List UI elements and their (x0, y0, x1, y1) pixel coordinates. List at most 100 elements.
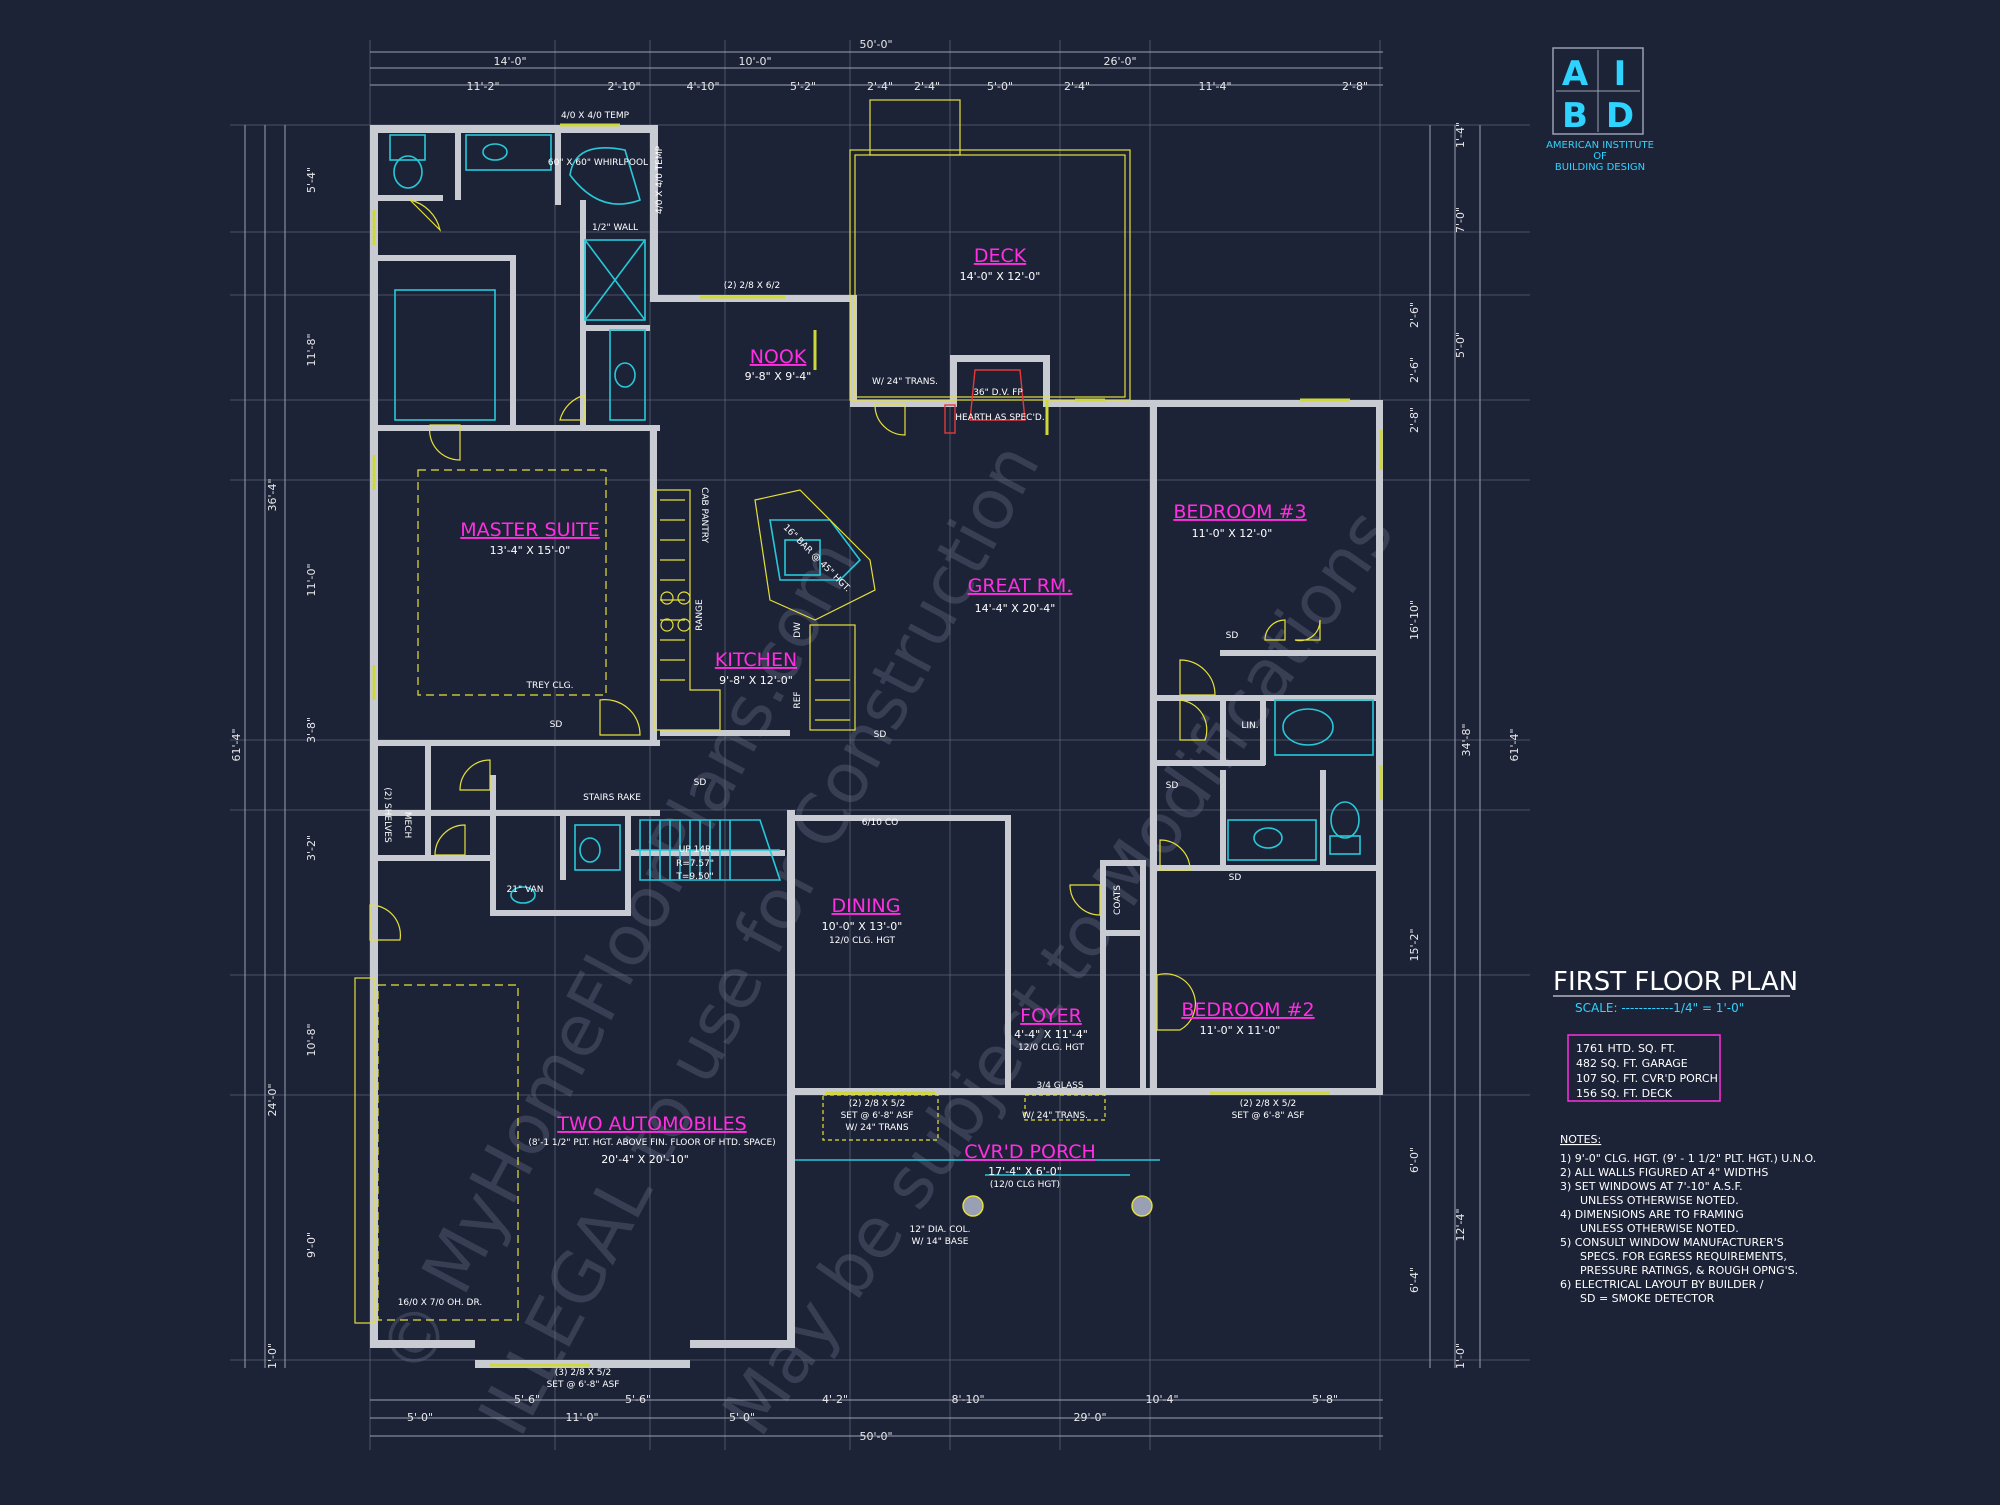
foyer-label: FOYER (1020, 1005, 1082, 1027)
right-dim-mid: 34'-8" (1460, 723, 1473, 756)
master-trey-note: TREY CLG. (526, 681, 574, 691)
bottom-overall-dim: 50'-0" (859, 1430, 892, 1443)
top-dim-row2-3: 4'-10" (686, 80, 719, 93)
top-overall-dim: 50'-0" (859, 38, 892, 51)
right-dim-6: 2'-8" (1408, 407, 1421, 433)
bottom-dim-d: 8'-10" (951, 1393, 984, 1406)
area-porch: 107 SQ. FT. CVR'D PORCH (1576, 1072, 1718, 1085)
notes-title: NOTES: (1560, 1133, 1601, 1146)
vanity-label: 21" VAN (507, 885, 544, 895)
garage-note: (8'-1 1/2" PLT. HGT. ABOVE FIN. FLOOR OF… (528, 1138, 775, 1148)
room-labels: DECK 14'-0" X 12'-0" NOOK 9'-8" X 9'-4" … (460, 245, 1314, 1190)
top-dim-row2-9: 11'-4" (1198, 80, 1231, 93)
top-dim-1: 14'-0" (493, 55, 526, 68)
half-wall-label: 1/2" WALL (592, 223, 638, 233)
bedroom3-label: BEDROOM #3 (1173, 501, 1306, 523)
aibd-logo: A I B D AMERICAN INSTITUTE OF BUILDING D… (1546, 47, 1654, 173)
top-dim-row2-5: 2'-4" (867, 80, 893, 93)
sd-hall: SD (694, 778, 707, 788)
top-dim-3: 26'-0" (1103, 55, 1136, 68)
note-5b: SPECS. FOR EGRESS REQUIREMENTS, (1580, 1250, 1787, 1263)
right-dim-11: 6'-4" (1408, 1267, 1421, 1293)
left-dimensions: 61'-4" 36'-4" 24'-0" 5'-4" 11'-8" 11'-0"… (230, 167, 318, 1369)
temp-window-side: 4/0 X 4/0 TEMP (655, 145, 665, 214)
area-heated: 1761 HTD. SQ. FT. (1576, 1042, 1676, 1055)
right-dim-4: 2'-6" (1408, 302, 1421, 328)
left-dim-mid-1: 36'-4" (266, 478, 279, 511)
right-overall-dim: 61'-4" (1508, 728, 1521, 761)
left-dim-1: 5'-4" (305, 167, 318, 193)
left-dim-5: 3'-2" (305, 835, 318, 861)
top-dim-row2-8: 2'-4" (1064, 80, 1090, 93)
right-dim-7: 16'-10" (1408, 600, 1421, 640)
logo-letter-i: I (1614, 54, 1627, 94)
right-dim-12: 1'-0" (1454, 1343, 1467, 1369)
shelves-label: (2) SHELVES (382, 787, 392, 843)
great-room-label: GREAT RM. (968, 575, 1073, 597)
fireplace-label: 36" D.V. FP (973, 388, 1023, 398)
note-4b: UNLESS OTHERWISE NOTED. (1580, 1222, 1739, 1235)
foyer-door-glass-label: 3/4 GLASS (1036, 1081, 1083, 1091)
sd-bedroom3: SD (1226, 631, 1239, 641)
sd-kitchen: SD (874, 730, 887, 740)
sd-hall-2: SD (1166, 781, 1179, 791)
nook-size: 9'-8" X 9'-4" (745, 370, 812, 383)
bottom-dimensions: 5'-6" 5'-6" 4'-2" 8'-10" 10'-4" 5'-8" 5'… (407, 1393, 1338, 1443)
pantry-label: CAB PANTRY (699, 487, 709, 543)
note-3b: UNLESS OTHERWISE NOTED. (1580, 1194, 1739, 1207)
mech-label: MECH (402, 812, 412, 839)
top-dim-row2-4: 5'-2" (790, 80, 816, 93)
master-suite-size: 13'-4" X 15'-0" (490, 544, 571, 557)
top-dim-row2-2: 2'-10" (607, 80, 640, 93)
right-dim-3: 5'-0" (1454, 332, 1467, 358)
stairs-riser-label: R=7.57" (676, 859, 714, 869)
title-block: FIRST FLOOR PLAN SCALE: ------------1/4"… (1553, 967, 1798, 1102)
linen-label: LIN. (1241, 721, 1258, 731)
kitchen-cabinets (654, 489, 876, 731)
bedroom3-size: 11'-0" X 12'-0" (1192, 527, 1273, 540)
notes-block: NOTES: 1) 9'-0" CLG. HGT. (9' - 1 1/2" P… (1560, 1133, 1816, 1305)
deck-size: 14'-0" X 12'-0" (960, 270, 1041, 283)
note-4: 4) DIMENSIONS ARE TO FRAMING (1560, 1208, 1744, 1221)
nook-windows-label: (2) 2/8 X 6/2 (724, 281, 780, 291)
stairs-tread-label: T=9.50" (675, 872, 713, 882)
top-dim-row2-7: 5'-0" (987, 80, 1013, 93)
coats-label: COATS (1113, 885, 1123, 915)
foyer-size: 4'-4" X 11'-4" (1014, 1028, 1088, 1041)
right-dim-9: 6'-0" (1408, 1147, 1421, 1173)
bottom-dim-a: 5'-6" (514, 1393, 540, 1406)
foyer-ceiling-note: 12/0 CLG. HGT (1018, 1043, 1084, 1053)
bottom-dim-h: 11'-0" (565, 1411, 598, 1424)
stairs-up-label: UP 14R (679, 845, 712, 855)
bedroom2-window-set-label: SET @ 6'-8" ASF (1232, 1111, 1305, 1121)
top-dim-row2-10: 2'-8" (1342, 80, 1368, 93)
note-6b: SD = SMOKE DETECTOR (1580, 1292, 1715, 1305)
right-dim-2: 7'-0" (1454, 207, 1467, 233)
kitchen-size: 9'-8" X 12'-0" (719, 674, 793, 687)
hearth-label: HEARTH AS SPEC'D. (955, 413, 1044, 423)
dining-size: 10'-0" X 13'-0" (822, 920, 903, 933)
right-dim-1: 1'-4" (1454, 122, 1467, 148)
top-dim-2: 10'-0" (738, 55, 771, 68)
top-dim-row2-1: 11'-2" (466, 80, 499, 93)
deck-outline (849, 99, 1131, 401)
door-swings (369, 199, 1321, 1031)
logo-letter-d: D (1606, 96, 1634, 136)
right-dim-8: 15'-2" (1408, 928, 1421, 961)
bottom-dim-e: 10'-4" (1145, 1393, 1178, 1406)
garage-window-set-label: SET @ 6'-8" ASF (547, 1380, 620, 1390)
bottom-dim-c: 4'-2" (822, 1393, 848, 1406)
note-1: 1) 9'-0" CLG. HGT. (9' - 1 1/2" PLT. HGT… (1560, 1152, 1816, 1165)
sd-bedroom2: SD (1229, 873, 1242, 883)
logo-line-1: AMERICAN INSTITUTE (1546, 140, 1654, 151)
dining-ceiling-note: 12/0 CLG. HGT (829, 936, 895, 946)
left-dim-mid-2: 24'-0" (266, 1083, 279, 1116)
stairs (639, 819, 782, 881)
note-3: 3) SET WINDOWS AT 7'-10" A.S.F. (1560, 1180, 1743, 1193)
porch-size: 17'-4" X 6'-0" (988, 1165, 1062, 1178)
bath-fixtures (389, 134, 1374, 1176)
dining-window-trans-label: W/ 24" TRANS (845, 1123, 909, 1133)
column-base-label: W/ 14" BASE (912, 1237, 969, 1247)
